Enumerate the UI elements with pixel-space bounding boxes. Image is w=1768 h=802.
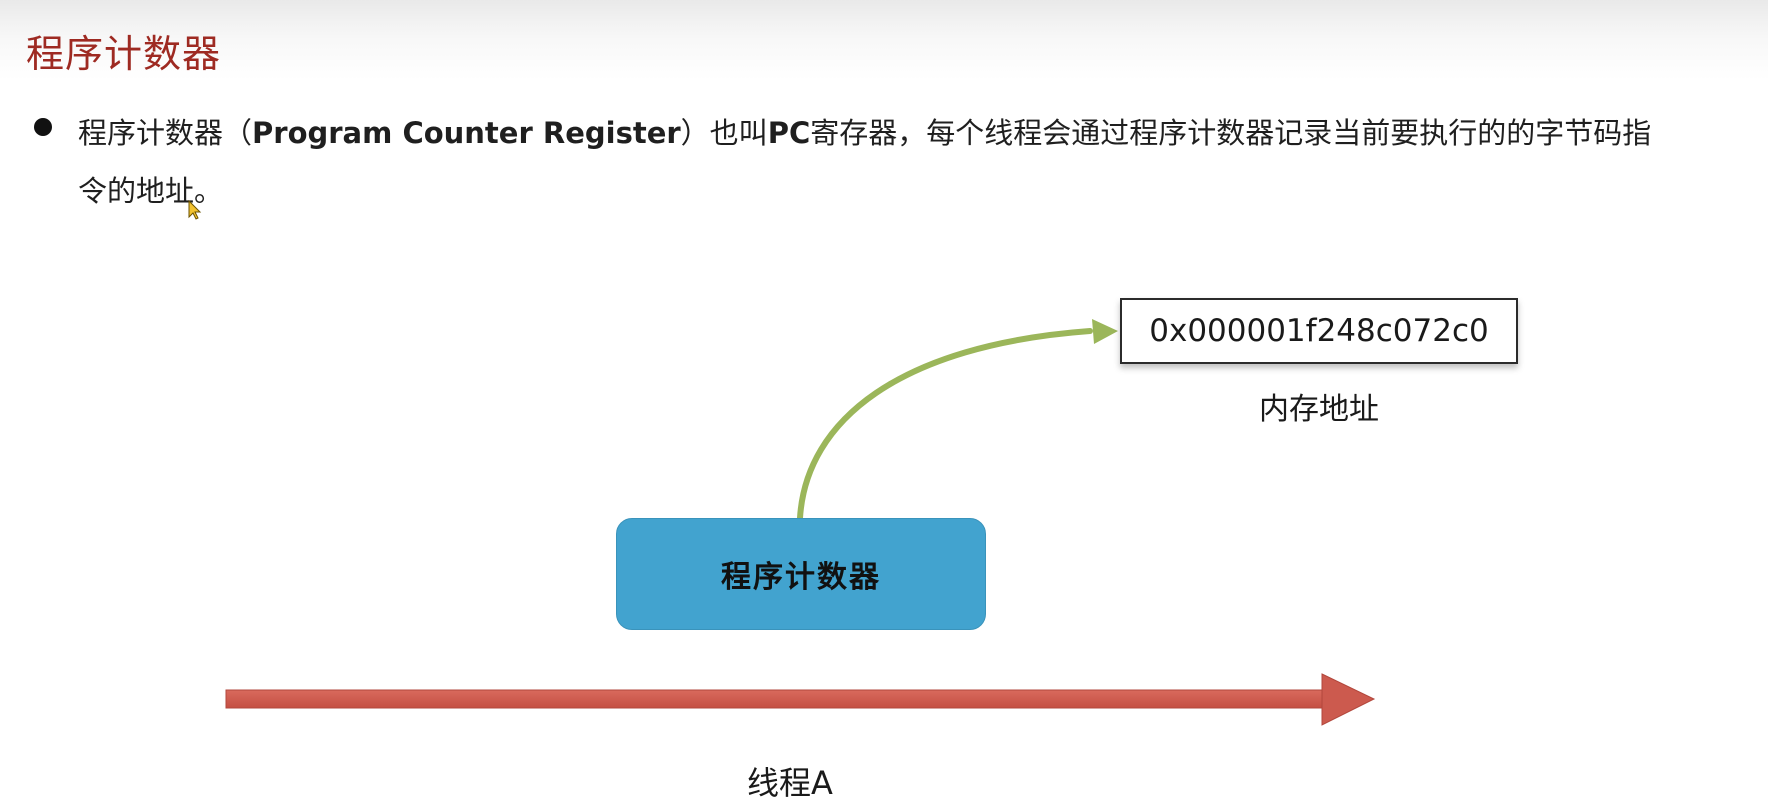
bullet-text-part1: 程序计数器（	[78, 116, 253, 150]
memory-address-label: 内存地址	[1259, 392, 1379, 427]
thread-arrow-head-icon	[1321, 673, 1376, 726]
bullet-text-part2: ）也叫	[680, 116, 768, 150]
bullet-text-bold2: PC	[767, 116, 811, 150]
thread-label: 线程A	[747, 764, 833, 802]
pointer-arrow-curve	[797, 328, 1093, 521]
thread-arrow-shaft	[225, 689, 1327, 709]
memory-address-box: 0x000001f248c072c0	[1120, 298, 1518, 364]
bullet-text: 程序计数器（Program Counter Register）也叫PC寄存器，每…	[78, 104, 1668, 220]
mouse-cursor-icon	[188, 200, 202, 220]
pointer-arrow-head-icon	[1092, 319, 1118, 344]
bullet-text-bold1: Program Counter Register	[252, 116, 681, 150]
bullet-text-part3: 寄存器，每个线程会通过程序计数器记录当前要执行的的字节码指令的地址。	[78, 116, 1652, 208]
program-counter-box: 程序计数器	[616, 518, 986, 630]
bullet-dot-icon	[34, 118, 52, 136]
slide-title: 程序计数器	[26, 32, 222, 76]
